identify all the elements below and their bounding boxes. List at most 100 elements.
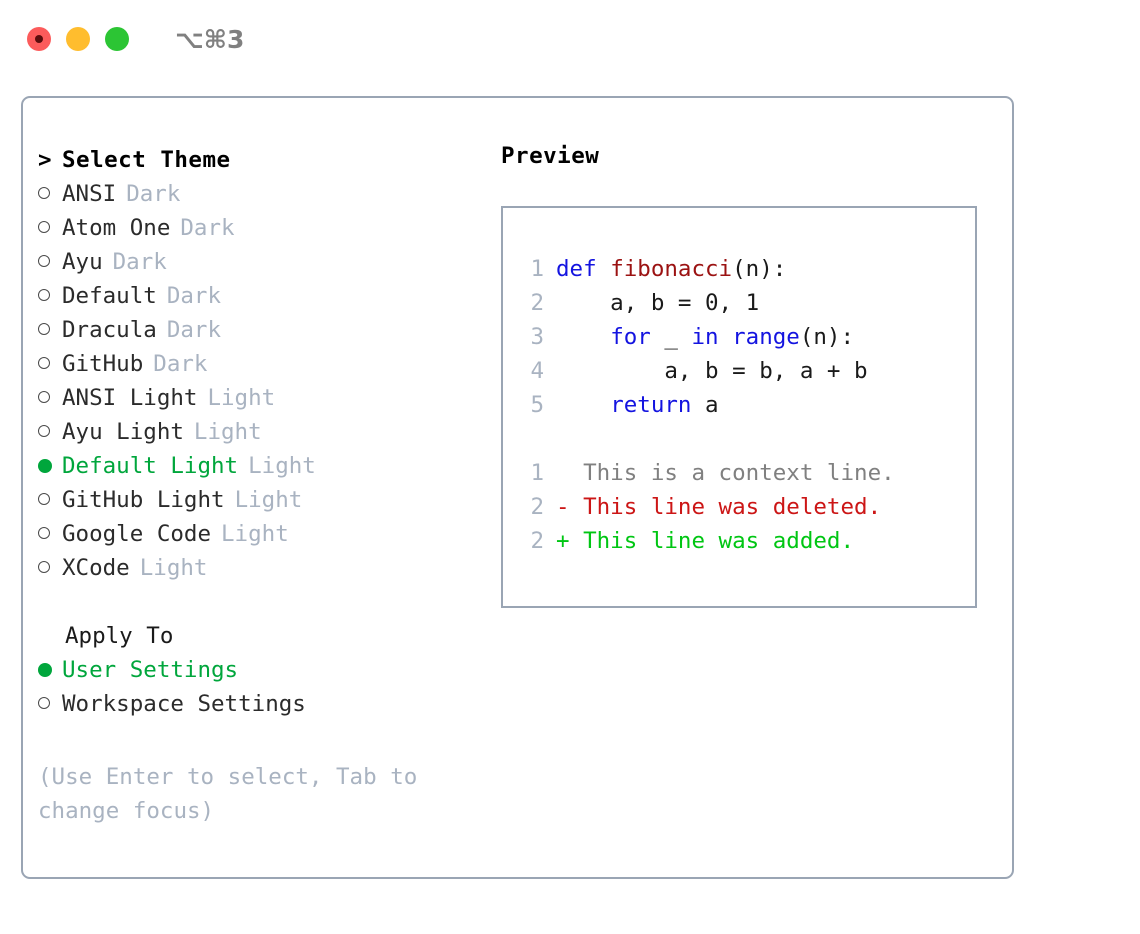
theme-variant-badge: Dark [112, 249, 167, 275]
theme-variant-badge: Light [193, 419, 262, 445]
list-spacer [38, 585, 478, 619]
caret-icon: > [38, 147, 53, 173]
code-line: 3 for _ in range(n): [514, 320, 895, 354]
code-token: fibonacci [610, 256, 733, 282]
code-token [719, 324, 733, 350]
window-controls [27, 27, 129, 51]
line-number: 1 [530, 460, 544, 486]
radio-mark [38, 289, 50, 301]
minimize-button[interactable] [66, 27, 90, 51]
theme-name: GitHub Light [62, 487, 225, 513]
preview-title: Preview [501, 143, 600, 169]
radio-mark [38, 561, 50, 573]
line-number: 2 [530, 528, 544, 554]
select-theme-heading-label: Select Theme [62, 147, 231, 173]
theme-variant-badge: Dark [166, 317, 222, 343]
radio-mark [38, 391, 50, 403]
maximize-button[interactable] [105, 27, 129, 51]
apply-to-heading-label: Apply To [65, 623, 174, 649]
theme-variant-badge: Light [207, 385, 276, 411]
theme-list-item[interactable]: Atom One Dark [38, 211, 478, 245]
apply-to-label: User Settings [62, 657, 239, 683]
theme-variant-badge: Dark [166, 283, 222, 309]
radio-mark [38, 255, 50, 267]
radio-mark [38, 697, 50, 709]
code-token: a, b = b, a + b [556, 358, 868, 384]
diff-line: 2 + This line was added. [514, 524, 895, 558]
theme-list-item[interactable]: GitHub Light Light [38, 483, 478, 517]
diff-marker [556, 460, 583, 486]
code-token: def [556, 256, 611, 282]
theme-variant-badge: Light [234, 487, 303, 513]
theme-variant-badge: Light [248, 453, 316, 479]
code-line: 5 return a [514, 388, 895, 422]
code-token: (n): [732, 256, 787, 282]
code-token: a [691, 392, 719, 418]
theme-name: Default Light [62, 453, 239, 479]
title-bar: ⌥⌘3 [0, 0, 1140, 78]
theme-name: XCode [62, 555, 130, 581]
diff-text: This line was added. [583, 528, 855, 554]
apply-to-label: Workspace Settings [62, 691, 306, 717]
theme-list-item[interactable]: GitHub Dark [38, 347, 478, 381]
code-token: return [610, 392, 692, 418]
window-title: ⌥⌘3 [175, 24, 245, 54]
theme-name: Google Code [62, 521, 212, 547]
radio-mark [38, 493, 50, 505]
code-token: (n): [799, 324, 855, 350]
theme-variant-badge: Dark [126, 181, 181, 207]
radio-mark [38, 425, 50, 437]
diff-text: This is a context line. [583, 460, 895, 486]
apply-to-item[interactable]: Workspace Settings [38, 687, 478, 721]
line-number: 2 [530, 494, 544, 520]
line-number: 2 [530, 290, 544, 316]
diff-text: This line was deleted. [583, 494, 882, 520]
theme-name: Atom One [62, 215, 171, 241]
keyboard-hint: (Use Enter to select, Tab to change focu… [38, 764, 431, 824]
code-token: range [732, 324, 800, 350]
line-number: 5 [530, 392, 544, 418]
apply-to-item[interactable]: User Settings [38, 653, 478, 687]
theme-variant-badge: Dark [180, 215, 235, 241]
theme-name: Ayu [62, 249, 103, 275]
theme-variant-badge: Light [221, 521, 289, 547]
radio-mark [38, 323, 50, 335]
code-line: 2 a, b = 0, 1 [514, 286, 895, 320]
theme-variant-badge: Dark [153, 351, 208, 377]
diff-marker: + [556, 528, 584, 554]
theme-list-item[interactable]: Google Code Light [38, 517, 478, 551]
theme-list-item[interactable]: Default Light Light [38, 449, 478, 483]
theme-list-item[interactable]: ANSI Light Light [38, 381, 478, 415]
code-line: 4 a, b = b, a + b [514, 354, 895, 388]
diff-line: 1 This is a context line. [514, 456, 895, 490]
theme-name: GitHub [62, 351, 144, 377]
theme-list-item[interactable]: Default Dark [38, 279, 478, 313]
code-token: for [610, 324, 651, 350]
line-number: 3 [530, 324, 544, 350]
radio-mark [38, 663, 52, 677]
diff-marker: - [556, 494, 584, 520]
code-token [556, 324, 610, 350]
theme-list-item[interactable]: Ayu Dark [38, 245, 478, 279]
code-token: in [691, 324, 719, 350]
code-token: _ [650, 324, 692, 350]
radio-mark [38, 221, 50, 233]
theme-name: Default [62, 283, 157, 309]
line-number: 4 [530, 358, 544, 384]
close-button[interactable] [27, 27, 51, 51]
radio-mark [38, 527, 50, 539]
theme-name: ANSI Light [62, 385, 198, 411]
code-blank-line [514, 422, 895, 456]
diff-line: 2- This line was deleted. [514, 490, 895, 524]
